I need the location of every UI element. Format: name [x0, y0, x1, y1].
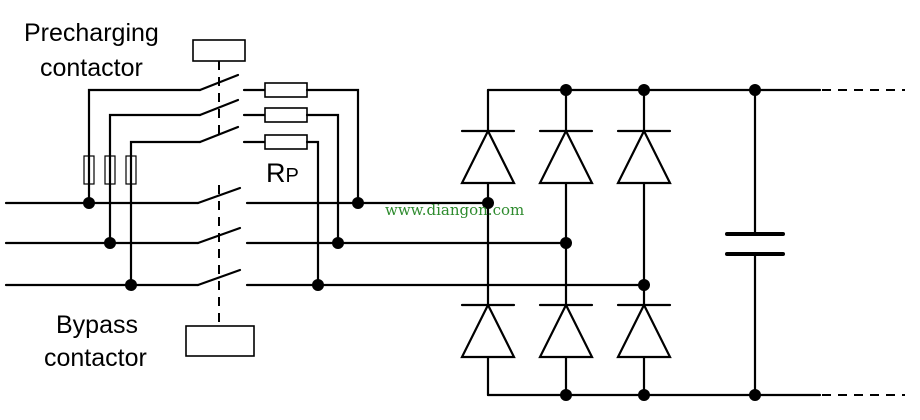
precharging-contactor-coil — [192, 39, 246, 62]
precharge-tap-wires — [87, 73, 267, 287]
junction-dots — [83, 84, 761, 401]
precharging-label-line2: contactor — [40, 54, 143, 82]
precharge-resistors — [264, 82, 308, 150]
resistor-label-main: R — [266, 158, 286, 188]
resistor-output-wires — [305, 88, 360, 287]
bypass-label-line2: contactor — [44, 344, 147, 372]
dc-link-capacitor — [725, 88, 785, 397]
precharging-label-line1: Precharging — [24, 19, 159, 47]
watermark: www.diangon.com — [385, 201, 524, 219]
bypass-label-line1: Bypass — [56, 311, 138, 339]
main-lines — [4, 186, 646, 287]
resistor-label: RP — [266, 158, 299, 188]
bypass-contactor-coil — [185, 325, 255, 357]
resistor-label-sub: P — [286, 165, 299, 187]
